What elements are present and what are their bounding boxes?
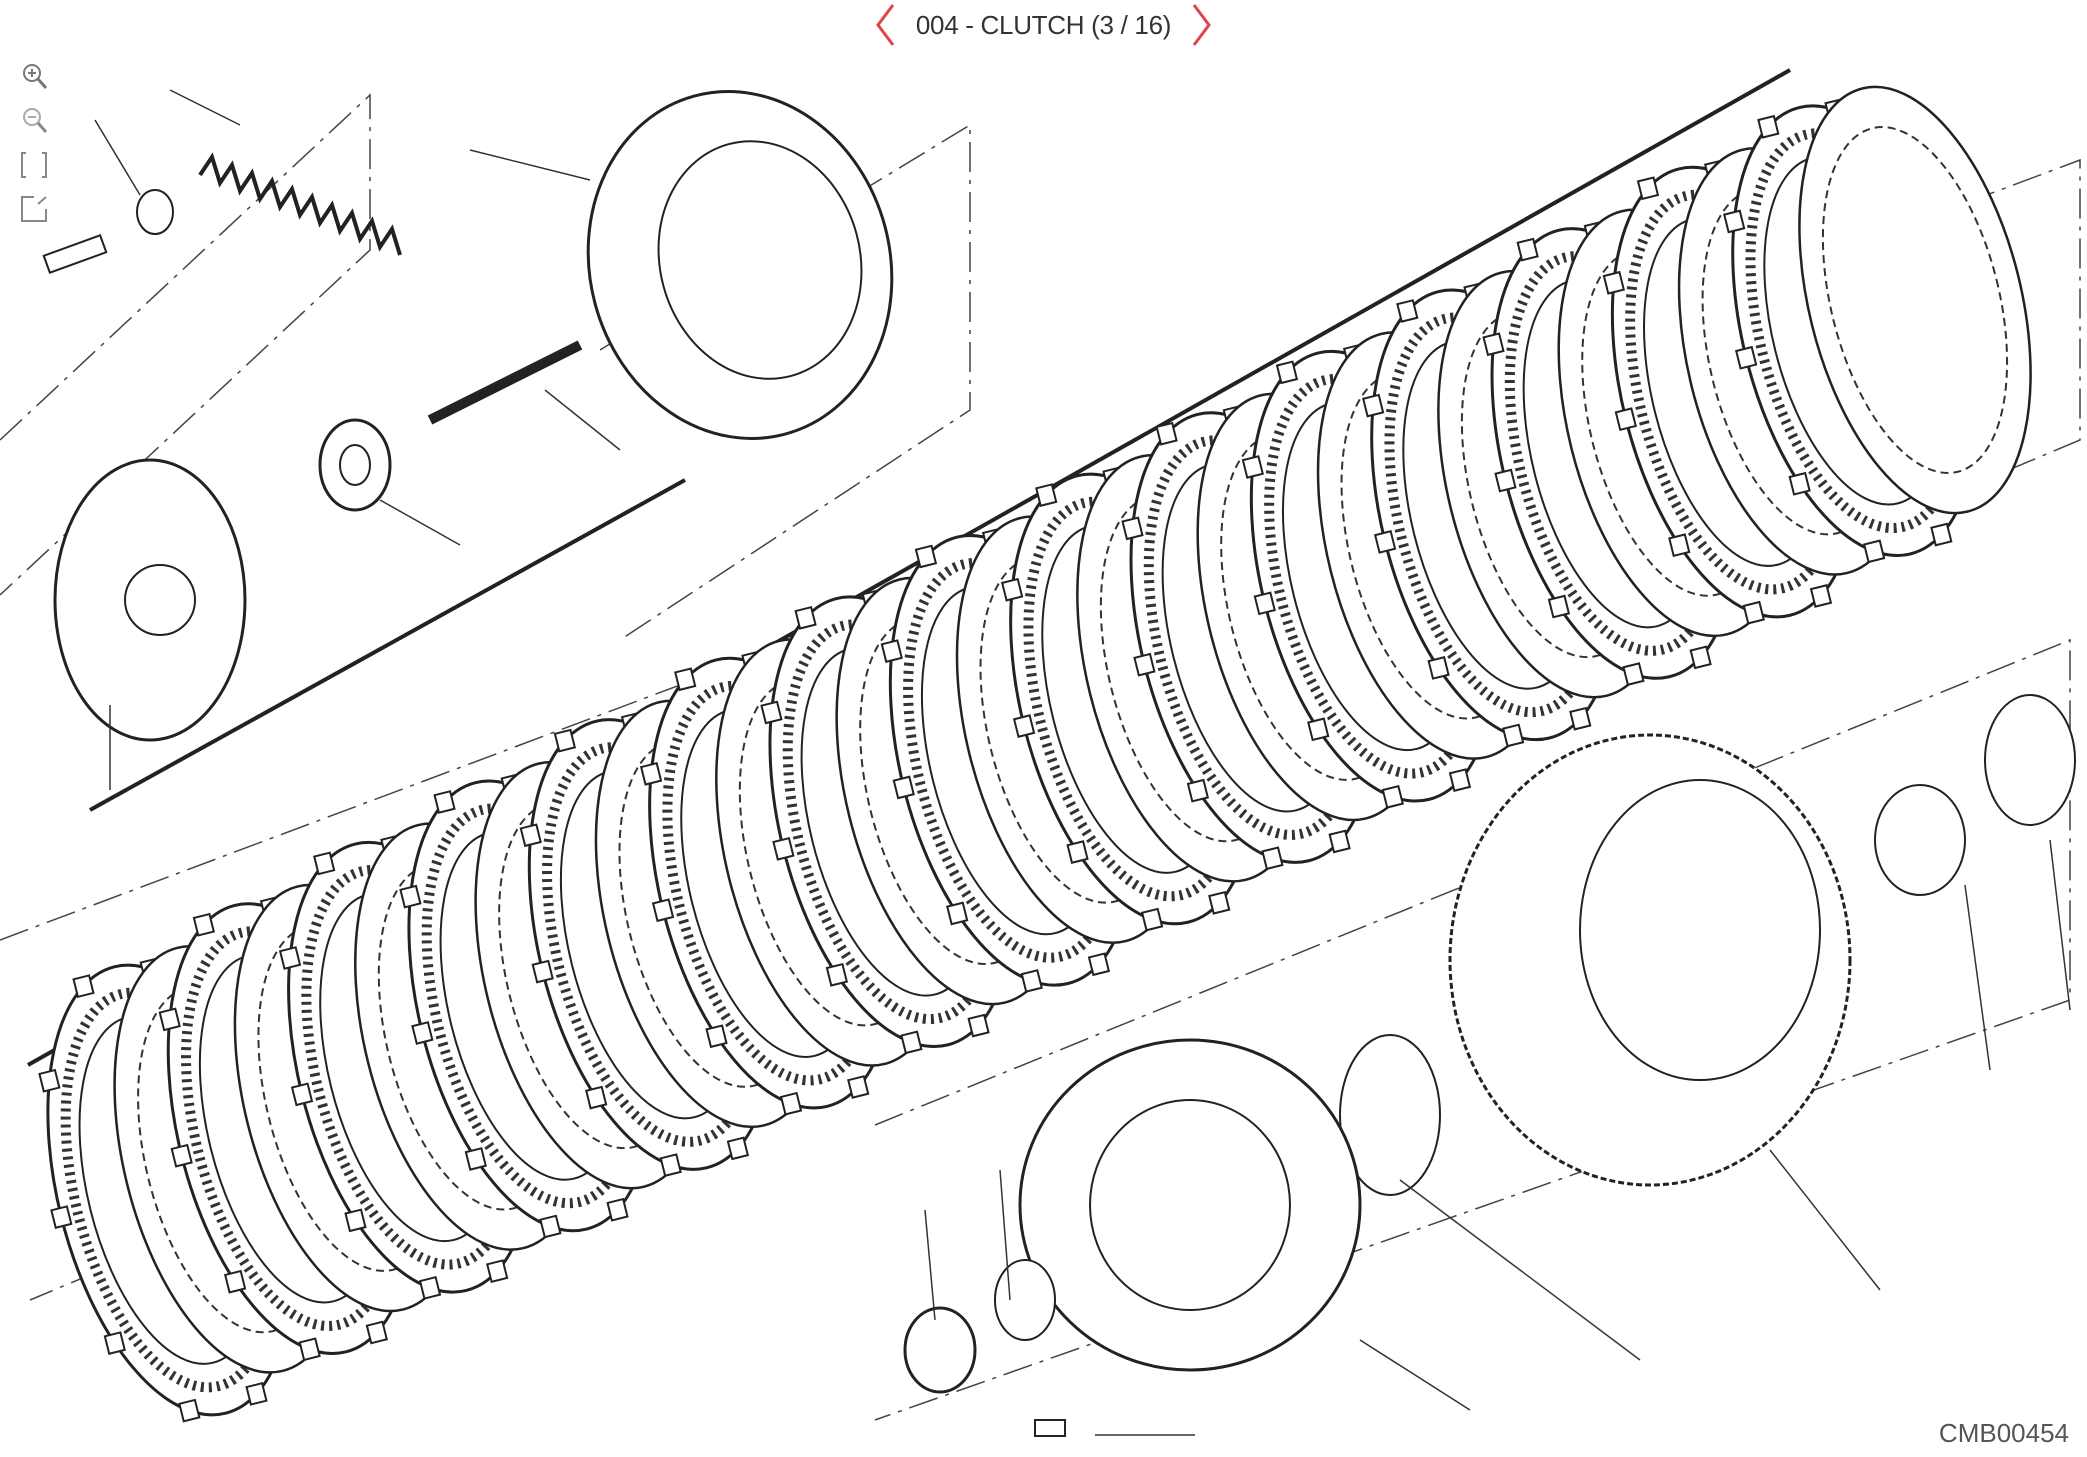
next-page-button[interactable] [1185, 0, 1219, 50]
steel-plate [1798, 85, 2032, 515]
leader-line [2049, 839, 2071, 1011]
clutch-hub-inner [1089, 1099, 1291, 1311]
chevron-left-icon [876, 4, 895, 46]
leader-line [469, 149, 591, 181]
thrust-washer [1984, 694, 2076, 826]
grub-screw [1034, 1419, 1066, 1437]
leader-line [999, 1169, 1011, 1301]
chevron-right-icon [1192, 4, 1211, 46]
page-title: 004 - CLUTCH (3 / 16) [915, 9, 1172, 40]
leader-line [1359, 1339, 1471, 1411]
leader-line [1964, 884, 1991, 1071]
leader-line [169, 89, 241, 126]
zoom-out-icon[interactable] [18, 106, 54, 136]
fit-to-screen-icon[interactable] [18, 150, 54, 180]
drawing-code: CMB00454 [1938, 1418, 2069, 1448]
pushrod [427, 340, 583, 425]
clutch-basket-inner [1579, 779, 1821, 1081]
nut [903, 1306, 977, 1394]
spring [198, 152, 402, 256]
bearing-inner [339, 444, 371, 486]
viewer-toolbar [18, 62, 54, 224]
bolt [42, 234, 108, 274]
leader-line [1399, 1179, 1641, 1361]
previous-page-button[interactable] [868, 0, 902, 50]
washer [136, 189, 174, 235]
group-outline [0, 93, 371, 596]
page-navigation: 004 - CLUTCH (3 / 16) [0, 0, 2087, 50]
leader-line [924, 1209, 936, 1321]
bushing [1874, 784, 1966, 896]
pressure-plate-hub [657, 140, 863, 380]
leader-line [1769, 1149, 1881, 1291]
leader-line [544, 389, 621, 451]
zoom-in-icon[interactable] [18, 62, 54, 92]
spring-holder-hole [124, 564, 196, 636]
lock-washer [994, 1259, 1056, 1341]
fullscreen-icon[interactable] [18, 194, 54, 224]
group-outline [874, 638, 2071, 1421]
leader-line [379, 499, 461, 546]
leader-line [94, 119, 141, 196]
washer [1339, 1034, 1441, 1196]
separator-line [89, 478, 686, 812]
